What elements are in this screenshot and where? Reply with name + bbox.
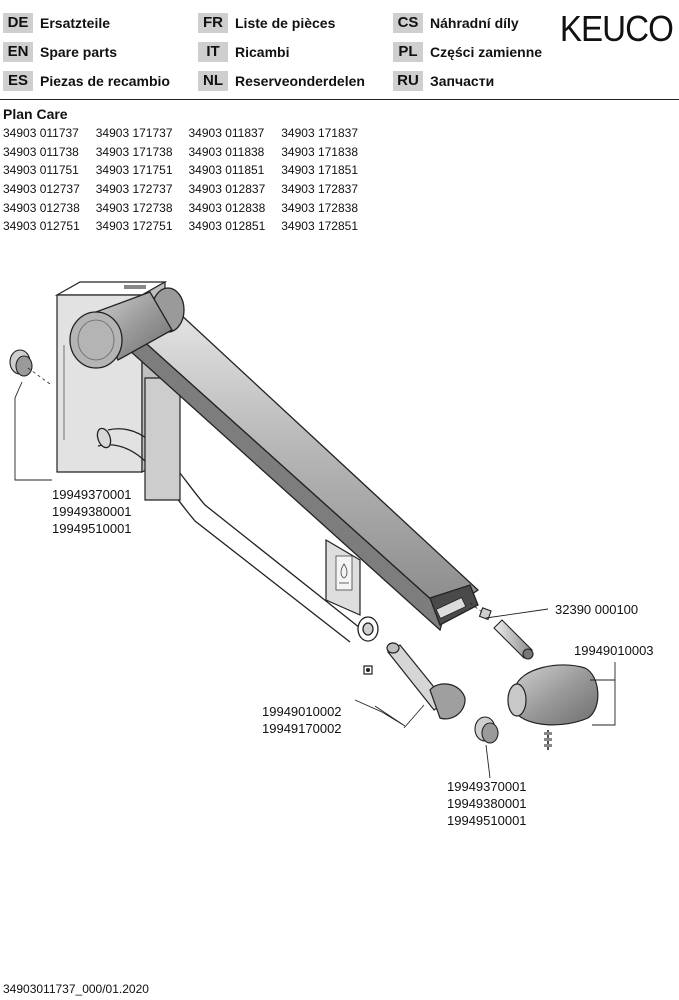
article-number: 34903 172851	[281, 219, 358, 234]
table-row: 34903 012751 34903 172751 34903 012851 3…	[3, 217, 358, 236]
article-number: 34903 012751	[3, 219, 80, 234]
part-numbers-cap-bottom: 19949370001 19949380001 19949510001	[447, 778, 527, 829]
part-number: 19949370001	[447, 779, 527, 794]
article-number: 34903 171851	[281, 163, 358, 178]
lang-row-es: ES Piezas de recambio	[3, 70, 170, 92]
table-row: 34903 012738 34903 172738 34903 012838 3…	[3, 198, 358, 217]
table-row: 34903 011737 34903 171737 34903 011837 3…	[3, 124, 358, 143]
lang-code: PL	[393, 42, 423, 62]
lang-label: Części zamienne	[430, 44, 543, 60]
article-number: 34903 011851	[188, 163, 265, 178]
lang-row-ru: RU Запчасти	[393, 70, 494, 92]
lang-label: Ricambi	[235, 44, 290, 60]
lang-label: Piezas de recambio	[40, 73, 170, 89]
part-number: 19949380001	[52, 504, 132, 519]
part-number: 19949510001	[52, 521, 132, 536]
lang-label: Liste de pièces	[235, 15, 336, 31]
lang-label: Reserveonderdelen	[235, 73, 365, 89]
lang-row-it: IT Ricambi	[198, 41, 289, 63]
article-number: 34903 172738	[95, 200, 173, 215]
article-number: 34903 011738	[3, 144, 79, 159]
article-number: 34903 172737	[95, 182, 173, 197]
lang-code: NL	[198, 71, 228, 91]
hinge-knob	[69, 287, 185, 369]
article-number: 34903 012737	[3, 182, 80, 197]
part-number: 19949010002	[262, 704, 342, 719]
article-number: 34903 011737	[3, 126, 79, 141]
end-cap-part	[507, 664, 599, 750]
part-number: 19949370001	[52, 487, 132, 502]
article-number: 34903 172751	[95, 219, 173, 234]
document-number: 34903011737_000/01.2020	[3, 982, 149, 996]
lang-row-pl: PL Części zamienne	[393, 41, 542, 63]
article-number: 34903 011751	[3, 163, 79, 178]
part-numbers-pin: 32390 000100	[555, 601, 638, 618]
article-number: 34903 012837	[188, 182, 266, 197]
lang-code: IT	[198, 42, 228, 62]
lang-label: Ersatzteile	[40, 15, 111, 31]
cover-cap-bottom	[474, 716, 499, 744]
lang-code: RU	[393, 71, 423, 91]
pin-part	[469, 602, 534, 660]
part-number: 19949010003	[574, 643, 654, 658]
lang-label: Запчасти	[430, 73, 495, 89]
vertical-strut	[144, 377, 361, 616]
support-arm	[117, 299, 480, 632]
part-numbers-cap-left: 19949370001 19949380001 19949510001	[52, 486, 132, 537]
product-name: Plan Care	[3, 106, 68, 122]
part-number: 19949510001	[447, 813, 527, 828]
article-number: 34903 171837	[281, 126, 358, 141]
lang-code: EN	[3, 42, 33, 62]
lang-label: Spare parts	[40, 44, 118, 60]
lower-support-bar	[96, 427, 379, 643]
lang-row-fr: FR Liste de pièces	[198, 12, 335, 34]
leader-lines	[14, 381, 616, 779]
lang-label: Náhradní díly	[430, 15, 519, 31]
table-row: 34903 011738 34903 171738 34903 011838 3…	[3, 143, 358, 162]
article-number: 34903 171751	[95, 163, 173, 178]
part-number: 32390 000100	[555, 602, 639, 617]
article-number-table: 34903 011737 34903 171737 34903 011837 3…	[3, 124, 358, 236]
lang-row-cs: CS Náhradní díly	[393, 12, 519, 34]
holder-part	[363, 642, 466, 720]
header-divider	[0, 99, 679, 100]
lang-row-en: EN Spare parts	[3, 41, 117, 63]
article-number: 34903 172837	[281, 182, 358, 197]
part-number: 19949380001	[447, 796, 527, 811]
lang-code: DE	[3, 13, 33, 33]
article-number: 34903 012838	[188, 200, 266, 215]
article-number: 34903 171737	[95, 126, 173, 141]
table-row: 34903 012737 34903 172737 34903 012837 3…	[3, 180, 358, 199]
article-number: 34903 172838	[281, 200, 358, 215]
part-numbers-end-cap: 19949010003	[574, 642, 654, 659]
lang-row-de: DE Ersatzteile	[3, 12, 110, 34]
lang-code: FR	[198, 13, 228, 33]
part-number: 19949170002	[262, 721, 342, 736]
article-number: 34903 012851	[188, 219, 266, 234]
article-number: 34903 171738	[95, 144, 173, 159]
lang-row-nl: NL Reserveonderdelen	[198, 70, 365, 92]
article-number: 34903 012738	[3, 200, 80, 215]
cover-cap-left	[9, 349, 51, 385]
article-number: 34903 011838	[188, 144, 265, 159]
article-number: 34903 011837	[188, 126, 265, 141]
part-numbers-holder: 19949010002 19949170002	[262, 703, 342, 737]
table-row: 34903 011751 34903 171751 34903 011851 3…	[3, 161, 358, 180]
article-number: 34903 171838	[281, 144, 358, 159]
lang-code: CS	[393, 13, 423, 33]
lang-code: ES	[3, 71, 33, 91]
brand-logo: KEUCO	[559, 8, 674, 49]
